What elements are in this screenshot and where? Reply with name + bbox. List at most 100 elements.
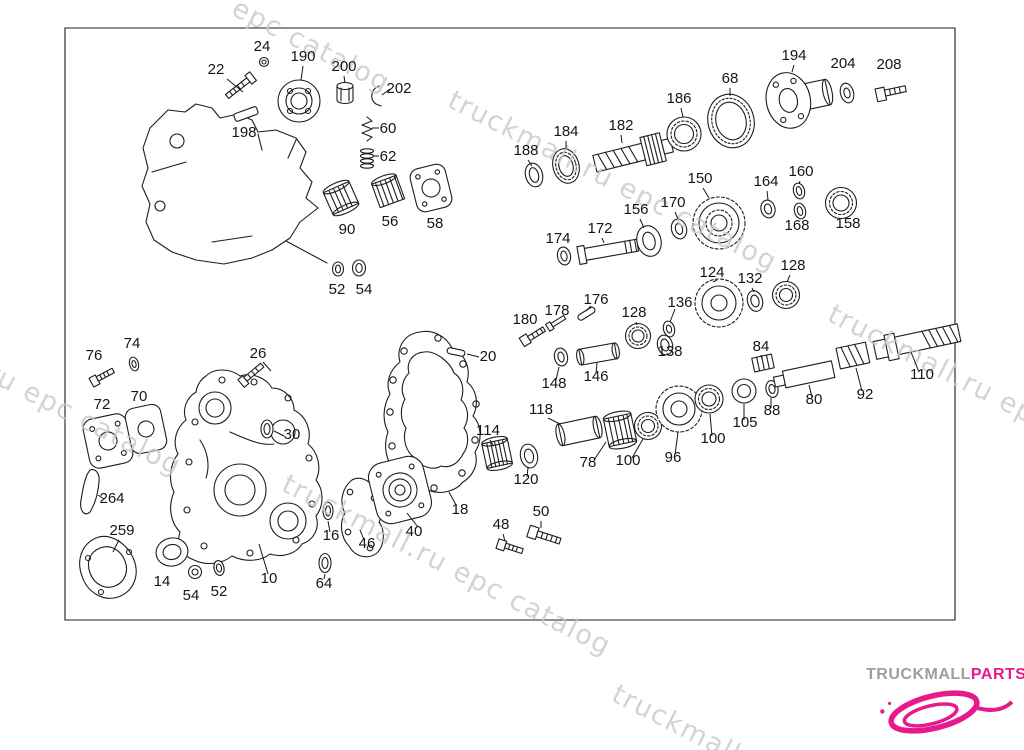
part-128-bearing-lower <box>624 322 652 350</box>
part-164-ring <box>760 199 776 219</box>
part-label-150: 150 <box>687 170 712 187</box>
part-label-158: 158 <box>835 215 860 232</box>
part-198-plate <box>233 106 259 122</box>
part-110-output-shaft <box>872 323 962 362</box>
leader-line-259 <box>112 539 120 553</box>
part-60-spring <box>361 116 373 142</box>
part-label-168: 168 <box>784 217 809 234</box>
part-label-70: 70 <box>131 388 148 405</box>
part-16-ring <box>322 501 334 521</box>
leader-line-120 <box>526 467 529 478</box>
leader-line-30 <box>273 430 285 437</box>
part-label-16: 16 <box>323 527 340 544</box>
leader-line-16 <box>327 520 331 533</box>
leader-line-146 <box>595 362 598 374</box>
part-label-26: 26 <box>250 345 267 362</box>
part-label-60: 60 <box>380 120 397 137</box>
part-label-100: 100 <box>700 430 725 447</box>
part-92-splined-hub <box>835 341 871 370</box>
part-label-92: 92 <box>857 386 874 403</box>
part-186-bearing <box>666 116 702 152</box>
part-label-76: 76 <box>86 347 103 364</box>
part-label-78: 78 <box>580 454 597 471</box>
part-label-110: 110 <box>910 366 934 383</box>
part-label-198: 198 <box>231 124 256 141</box>
leader-line-128 <box>635 321 638 326</box>
leader-line-194 <box>791 64 795 73</box>
leader-line-190 <box>300 65 304 81</box>
part-84-key <box>751 353 775 373</box>
part-78-roller-bearing <box>602 410 638 450</box>
part-18-gasket <box>383 330 481 493</box>
leader-line-150 <box>702 187 710 199</box>
part-label-46: 46 <box>359 535 376 552</box>
part-label-105: 105 <box>732 414 757 431</box>
part-52-washer <box>213 560 225 576</box>
part-180-bolt <box>518 326 547 348</box>
part-label-10: 10 <box>261 570 278 587</box>
leader-line-148 <box>555 366 560 381</box>
part-48-bolt <box>495 538 524 555</box>
part-label-20: 20 <box>480 348 497 365</box>
part-label-52: 52 <box>211 583 228 600</box>
part-194-output-flange <box>765 72 834 129</box>
leader-line-202 <box>381 88 391 96</box>
leader-line-100 <box>709 413 713 437</box>
part-62-spring <box>359 148 375 169</box>
part-label-188: 188 <box>513 142 538 159</box>
part-upper-housing <box>141 103 328 265</box>
part-label-58: 58 <box>427 215 444 232</box>
part-30-ring <box>260 419 274 439</box>
leader-line-164 <box>766 190 769 201</box>
leader-line-186 <box>680 107 684 118</box>
part-label-88: 88 <box>764 402 781 419</box>
leader-line-172 <box>601 237 605 244</box>
part-170-washer <box>670 218 688 240</box>
part-label-186: 186 <box>666 90 691 107</box>
leader-line-18 <box>448 491 457 506</box>
part-128-bearing-upper <box>771 280 801 310</box>
part-label-22: 22 <box>208 61 225 78</box>
part-label-138: 138 <box>657 343 682 360</box>
leader-line-80 <box>808 384 813 398</box>
part-label-62: 62 <box>380 148 397 165</box>
parts-illustration <box>64 27 962 621</box>
part-54-ring <box>351 259 367 277</box>
part-label-146: 146 <box>583 368 608 385</box>
part-54-nut <box>187 564 203 580</box>
part-label-264: 264 <box>99 490 124 507</box>
part-208-bolt <box>874 85 907 103</box>
part-label-24: 24 <box>254 38 271 55</box>
part-label-120: 120 <box>513 471 538 488</box>
part-160-ring <box>792 182 806 200</box>
part-label-90: 90 <box>339 221 356 238</box>
leader-line-200 <box>343 75 346 84</box>
part-label-80: 80 <box>806 391 823 408</box>
part-138-ring <box>656 334 674 356</box>
logo-text: TRUCKMALLPARTS <box>866 666 1024 683</box>
part-80-shaft <box>772 360 836 389</box>
part-168-ring <box>793 202 807 220</box>
part-259-gasket <box>79 536 137 599</box>
part-label-18: 18 <box>452 501 469 518</box>
part-118-sleeve <box>555 415 603 447</box>
watermark-text: truckmall.ru epc catalog <box>823 299 1024 492</box>
part-156-bearing <box>636 225 662 257</box>
leader-line-182 <box>620 134 623 144</box>
leader-line-128 <box>786 274 791 283</box>
part-204-washer <box>839 82 855 104</box>
part-132-ring <box>746 290 764 312</box>
part-label-132: 132 <box>737 270 762 287</box>
part-label-136: 136 <box>667 294 692 311</box>
part-label-30: 30 <box>284 426 301 443</box>
leader-line-26 <box>262 361 272 372</box>
part-label-184: 184 <box>553 123 578 140</box>
logo-truckmall-text: TRUCKMALL <box>866 666 971 683</box>
part-100-bearing-left <box>633 411 663 441</box>
part-124-gear <box>694 278 744 328</box>
part-190-flange <box>277 79 321 123</box>
part-label-182: 182 <box>608 117 633 134</box>
part-label-156: 156 <box>623 201 648 218</box>
part-76-bolt <box>88 367 115 388</box>
